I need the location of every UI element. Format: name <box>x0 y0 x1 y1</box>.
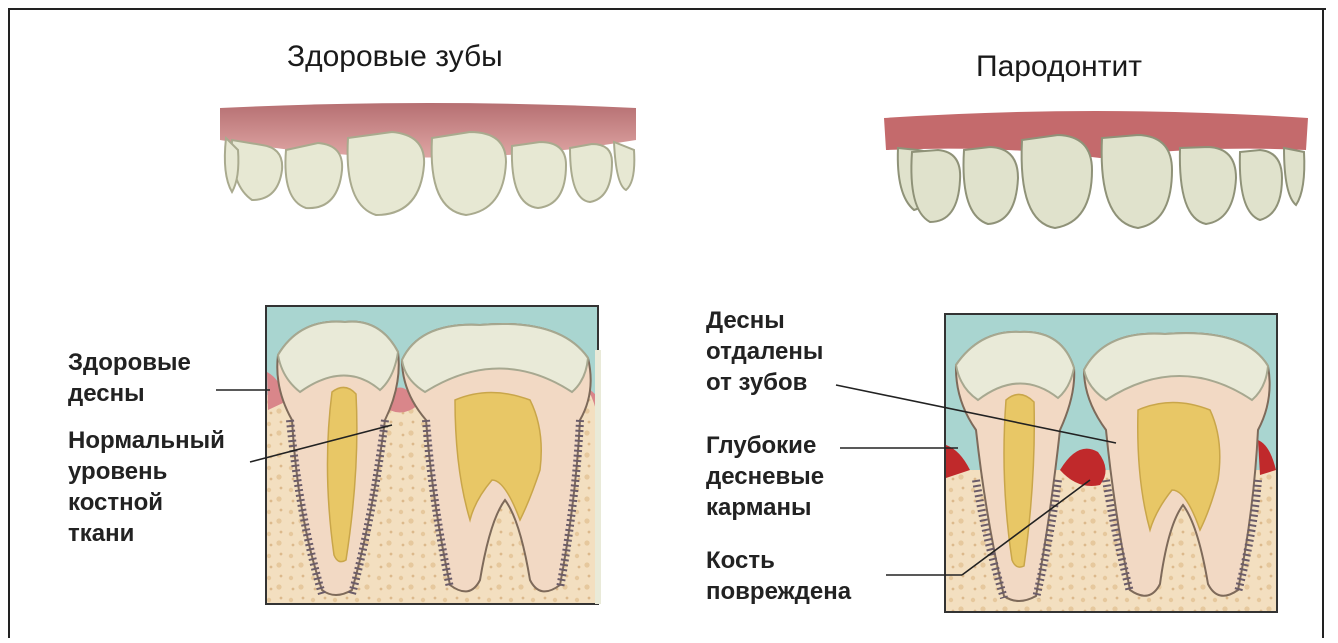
periodontitis-teeth-arch <box>884 111 1308 228</box>
label-gums-receded: Десны отдалены от зубов <box>706 305 823 398</box>
label-bone-damaged: Кость повреждена <box>706 545 851 607</box>
label-healthy-gums: Здоровые десны <box>68 347 191 409</box>
healthy-teeth-arch <box>220 103 636 215</box>
healthy-cross-section <box>266 306 598 604</box>
label-normal-bone: Нормальный уровень костной ткани <box>68 425 225 549</box>
periodontitis-cross-section <box>945 314 1277 612</box>
label-deep-pockets: Глубокие десневые карманы <box>706 430 824 523</box>
